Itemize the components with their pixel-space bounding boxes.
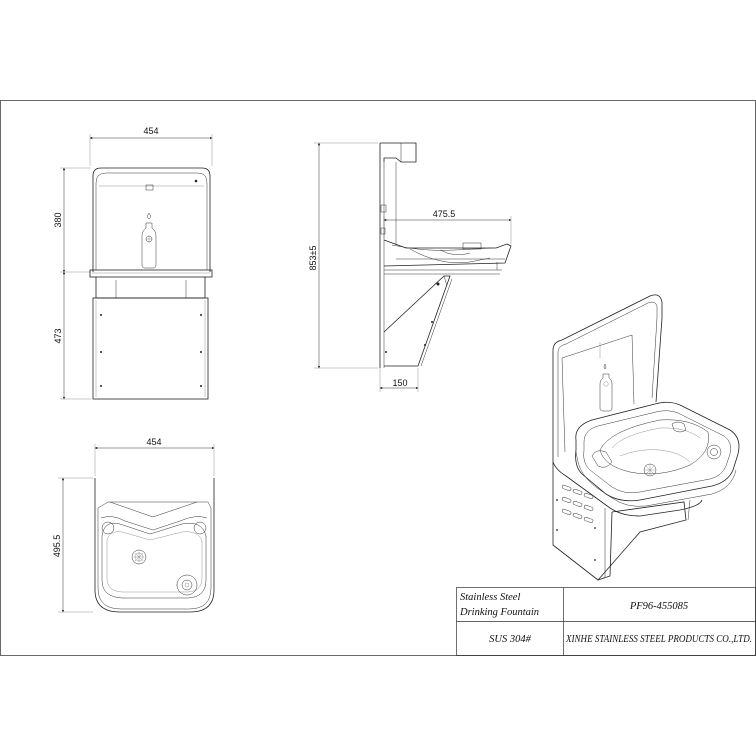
top-depth-dim: 495.5 xyxy=(52,535,62,558)
front-width-dim: 454 xyxy=(143,126,158,136)
side-base-depth-dim: 150 xyxy=(392,378,407,388)
side-basin-depth-dim: 475.5 xyxy=(433,209,456,219)
vent-slots xyxy=(561,484,594,523)
front-upper-height-dim: 380 xyxy=(53,212,63,227)
side-total-height-dim: 853±5 xyxy=(308,246,318,271)
top-view: 454 495.5 xyxy=(52,437,215,613)
model-number: PF96-455085 xyxy=(629,601,688,612)
company-name: XINHE STAINLESS STEEL PRODUCTS CO.,LTD. xyxy=(565,634,752,645)
material-label: SUS 304# xyxy=(489,634,531,645)
side-view: 853±5 475.5 150 xyxy=(308,142,512,392)
drawing-border xyxy=(0,100,756,656)
iso-bottle-icon xyxy=(599,363,613,412)
product-name-line1: Stainless Steel xyxy=(460,592,520,603)
product-name-line2: Drinking Fountain xyxy=(459,607,539,618)
front-lower-height-dim: 473 xyxy=(53,328,63,343)
title-block: Stainless Steel Drinking Fountain PF96-4… xyxy=(456,587,756,656)
bottle-filler-icon xyxy=(141,212,157,269)
top-width-dim: 454 xyxy=(146,437,161,447)
front-view: 454 380 473 xyxy=(53,126,213,400)
isometric-view xyxy=(552,294,740,581)
